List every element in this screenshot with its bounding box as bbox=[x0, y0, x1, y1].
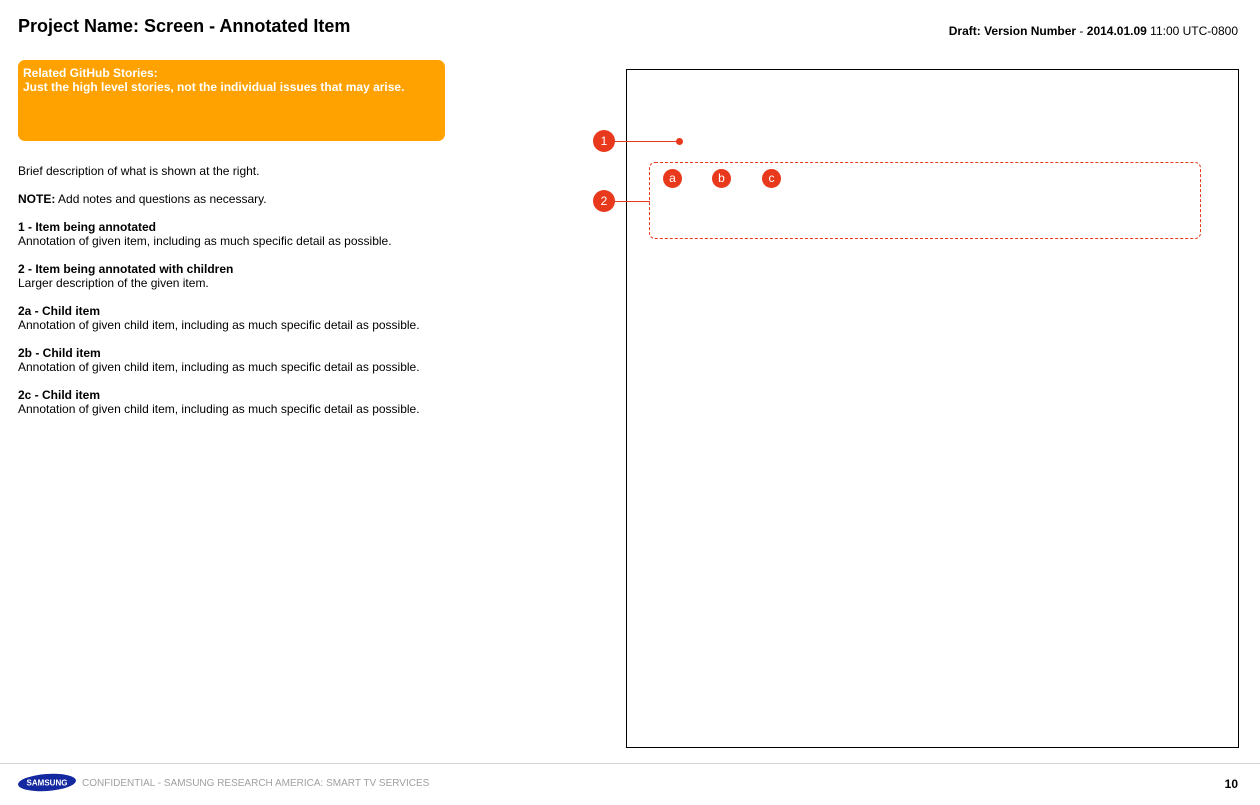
annotation-entry: 1 - Item being annotated Annotation of g… bbox=[18, 220, 578, 248]
samsung-logo: SAMSUNG bbox=[18, 773, 76, 792]
page-title: Project Name: Screen - Annotated Item bbox=[18, 16, 351, 36]
version-date: 2014.01.09 bbox=[1086, 24, 1147, 38]
note-text: Add notes and questions as necessary. bbox=[55, 192, 267, 206]
annotation-entry: 2c - Child item Annotation of given chil… bbox=[18, 388, 578, 416]
related-stories-subtitle: Just the high level stories, not the ind… bbox=[23, 80, 405, 94]
callout-line-2 bbox=[604, 201, 650, 202]
annotation-entry: 2 - Item being annotated with children L… bbox=[18, 262, 578, 290]
child-marker-b: b bbox=[712, 169, 731, 188]
callout-endpoint-1 bbox=[676, 138, 683, 145]
annotation-notes: Brief description of what is shown at th… bbox=[18, 164, 578, 430]
version-label: Draft: Version Number bbox=[948, 24, 1077, 38]
annotation-entry: 2a - Child item Annotation of given chil… bbox=[18, 304, 578, 332]
annotation-marker-1: 1 bbox=[593, 130, 615, 152]
note-label: NOTE: bbox=[18, 192, 56, 206]
version-line: Draft: Version Number - 2014.01.09 11:00… bbox=[949, 24, 1238, 38]
annotation-heading: 2b - Child item bbox=[18, 346, 101, 360]
annotation-body: Annotation of given item, including as m… bbox=[18, 234, 392, 248]
version-time: 11:00 UTC-0800 bbox=[1146, 24, 1238, 38]
callout-line-1 bbox=[604, 141, 680, 142]
confidential-notice: CONFIDENTIAL - SAMSUNG RESEARCH AMERICA:… bbox=[82, 778, 430, 789]
annotation-body: Annotation of given child item, includin… bbox=[18, 318, 420, 332]
footer-divider bbox=[0, 763, 1260, 764]
annotation-entry: 2b - Child item Annotation of given chil… bbox=[18, 346, 578, 374]
annotation-heading: 2c - Child item bbox=[18, 388, 101, 402]
annotation-body: Annotation of given child item, includin… bbox=[18, 360, 420, 374]
annotation-heading: 2a - Child item bbox=[18, 304, 101, 318]
related-stories-box: Related GitHub Stories: Just the high le… bbox=[18, 60, 445, 141]
annotated-group-outline bbox=[649, 162, 1201, 239]
child-marker-a: a bbox=[663, 169, 682, 188]
related-stories-title: Related GitHub Stories: bbox=[23, 66, 158, 80]
annotation-body: Larger description of the given item. bbox=[18, 276, 209, 290]
note-paragraph: NOTE: Add notes and questions as necessa… bbox=[18, 192, 578, 206]
annotation-heading: 2 - Item being annotated with children bbox=[18, 262, 234, 276]
annotation-heading: 1 - Item being annotated bbox=[18, 220, 157, 234]
child-marker-c: c bbox=[762, 169, 781, 188]
screen-description: Brief description of what is shown at th… bbox=[18, 164, 260, 178]
annotation-body: Annotation of given child item, includin… bbox=[18, 402, 420, 416]
page-number: 10 bbox=[1224, 777, 1238, 791]
version-separator: - bbox=[1076, 24, 1087, 38]
annotation-marker-2: 2 bbox=[593, 190, 615, 212]
samsung-logo-text: SAMSUNG bbox=[27, 779, 68, 788]
